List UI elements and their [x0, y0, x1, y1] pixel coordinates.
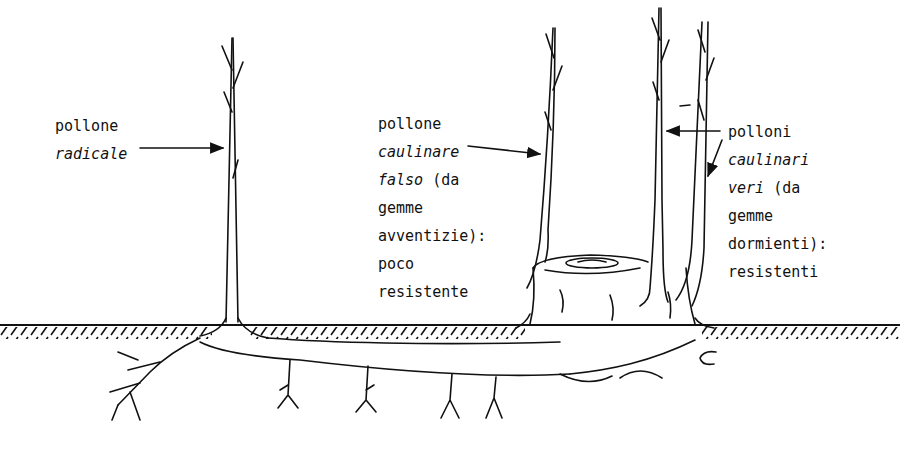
- label-line: gemme: [728, 202, 827, 230]
- label-word: gemme: [728, 207, 773, 225]
- label-word: dormienti):: [728, 235, 827, 253]
- callout-label: pollone radicale: [55, 112, 127, 168]
- label-word: polloni: [728, 123, 791, 141]
- ground-line: [0, 324, 900, 326]
- label-word: gemme: [378, 199, 423, 217]
- leader-arrow: [468, 146, 540, 154]
- label-line: radicale: [55, 140, 127, 168]
- ground-hatch: [702, 327, 900, 339]
- label-line: poco: [378, 250, 486, 278]
- false-stem-shoot: [527, 28, 562, 288]
- label-word: caulinari: [728, 151, 809, 169]
- true-stem-shoot: [640, 8, 669, 306]
- label-line: veri (da: [728, 174, 827, 202]
- root-sucker: [200, 38, 268, 338]
- label-line: resistenti: [728, 258, 827, 286]
- label-word: poco: [378, 255, 414, 273]
- label-word: resistente: [378, 283, 468, 301]
- label-word: veri: [728, 179, 764, 197]
- leader-arrow: [667, 130, 720, 132]
- tree-stump: [516, 255, 714, 328]
- label-word: pollone: [55, 117, 118, 135]
- label-line: avventizie):: [378, 222, 486, 250]
- label-word: (da: [432, 171, 459, 189]
- label-word: caulinare: [378, 143, 459, 161]
- label-line: resistente: [378, 278, 486, 306]
- leader-arrow: [140, 147, 223, 149]
- label-line: pollone: [378, 110, 486, 138]
- label-word: resistenti: [728, 263, 818, 281]
- callout-label: pollone caulinare falso (da gemme avvent…: [378, 110, 486, 306]
- label-line: caulinari: [728, 146, 827, 174]
- label-word: pollone: [378, 115, 441, 133]
- label-line: pollone: [55, 112, 127, 140]
- true-stem-shoot: [676, 22, 714, 306]
- lateral-root: [110, 338, 716, 420]
- label-line: falso (da: [378, 166, 486, 194]
- label-word: (da: [773, 179, 800, 197]
- label-line: caulinare: [378, 138, 486, 166]
- label-line: polloni: [728, 118, 827, 146]
- ground-hatch: [0, 327, 212, 339]
- leader-arrow: [708, 140, 722, 176]
- label-line: dormienti):: [728, 230, 827, 258]
- callout-label: polloni caulinari veri (da gemme dormien…: [728, 118, 827, 286]
- label-word: avventizie):: [378, 227, 486, 245]
- label-word: falso: [378, 171, 423, 189]
- label-line: gemme: [378, 194, 486, 222]
- sketch-mark: [680, 105, 690, 106]
- ground-hatch: [250, 327, 525, 339]
- label-word: radicale: [55, 145, 127, 163]
